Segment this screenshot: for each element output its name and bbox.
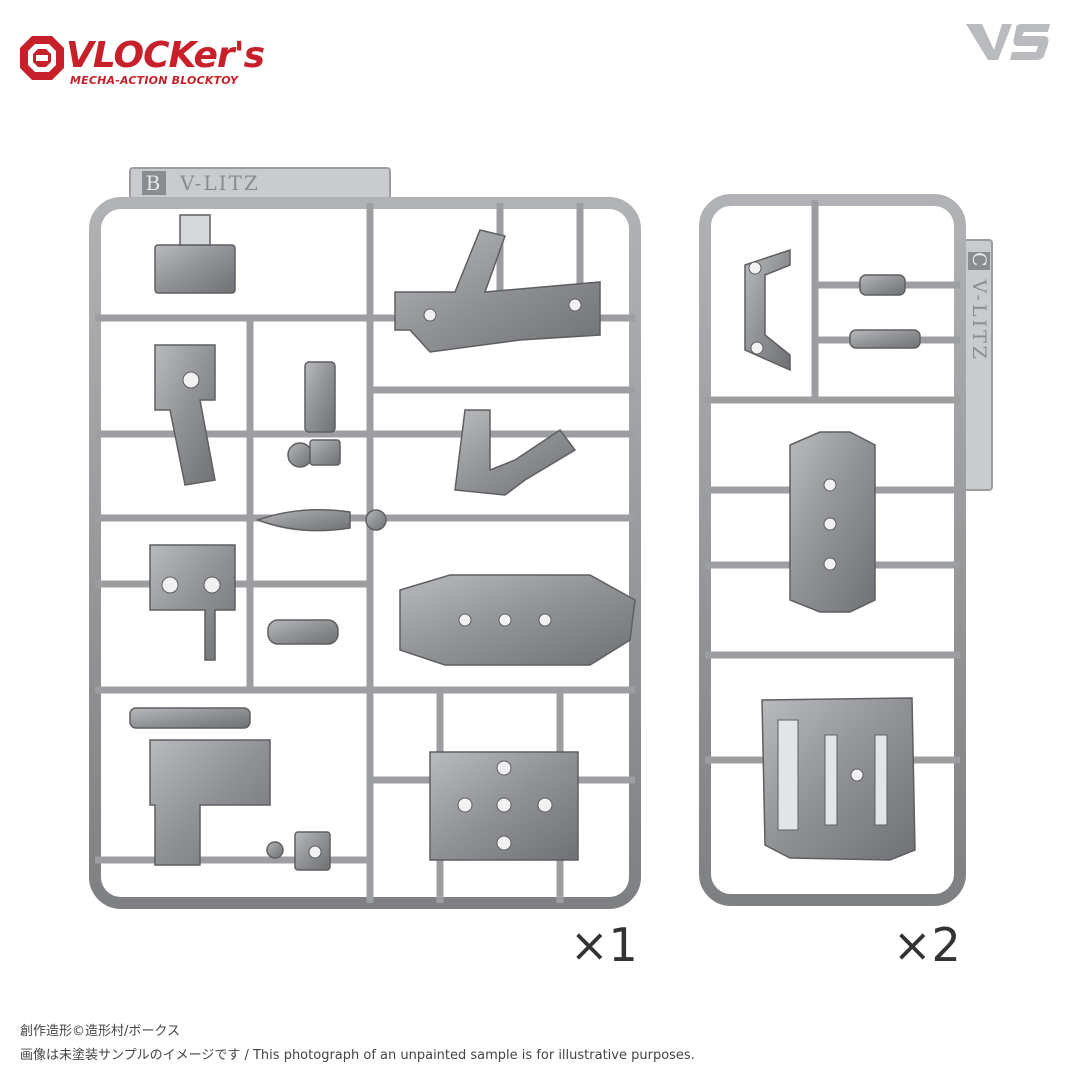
credits-line-1: 創作造形©造形村/ボークス — [20, 1024, 180, 1039]
sprue-b-quantity: ×1 — [570, 918, 638, 972]
sprue-c-letter: C — [968, 252, 990, 270]
vlockers-logo: VLOCKer's MECHA-ACTION BLOCKTOY — [18, 34, 265, 94]
sprue-b-letter: B — [142, 171, 166, 195]
sprue-c — [699, 194, 993, 906]
credits: 創作造形©造形村/ボークス 画像は未塗装サンプルのイメージです / This p… — [20, 1020, 695, 1068]
sprue-b-name: V-LITZ — [180, 171, 260, 195]
sprue-c-tag: C V-LITZ — [960, 252, 990, 362]
sprue-c-quantity: ×2 — [893, 918, 961, 972]
sprue-b — [89, 167, 641, 909]
sprue-b-tag: B V-LITZ — [142, 171, 260, 195]
hexagon-logo-icon — [20, 36, 64, 80]
logo-title: VLOCKer's — [66, 35, 265, 76]
sprue-c-name: V-LITZ — [968, 279, 990, 362]
vs-brand-icon — [966, 24, 1050, 60]
credits-line-2: 画像は未塗装サンプルのイメージです / This photograph of a… — [20, 1048, 695, 1063]
logo-subtitle: MECHA-ACTION BLOCKTOY — [70, 74, 239, 87]
